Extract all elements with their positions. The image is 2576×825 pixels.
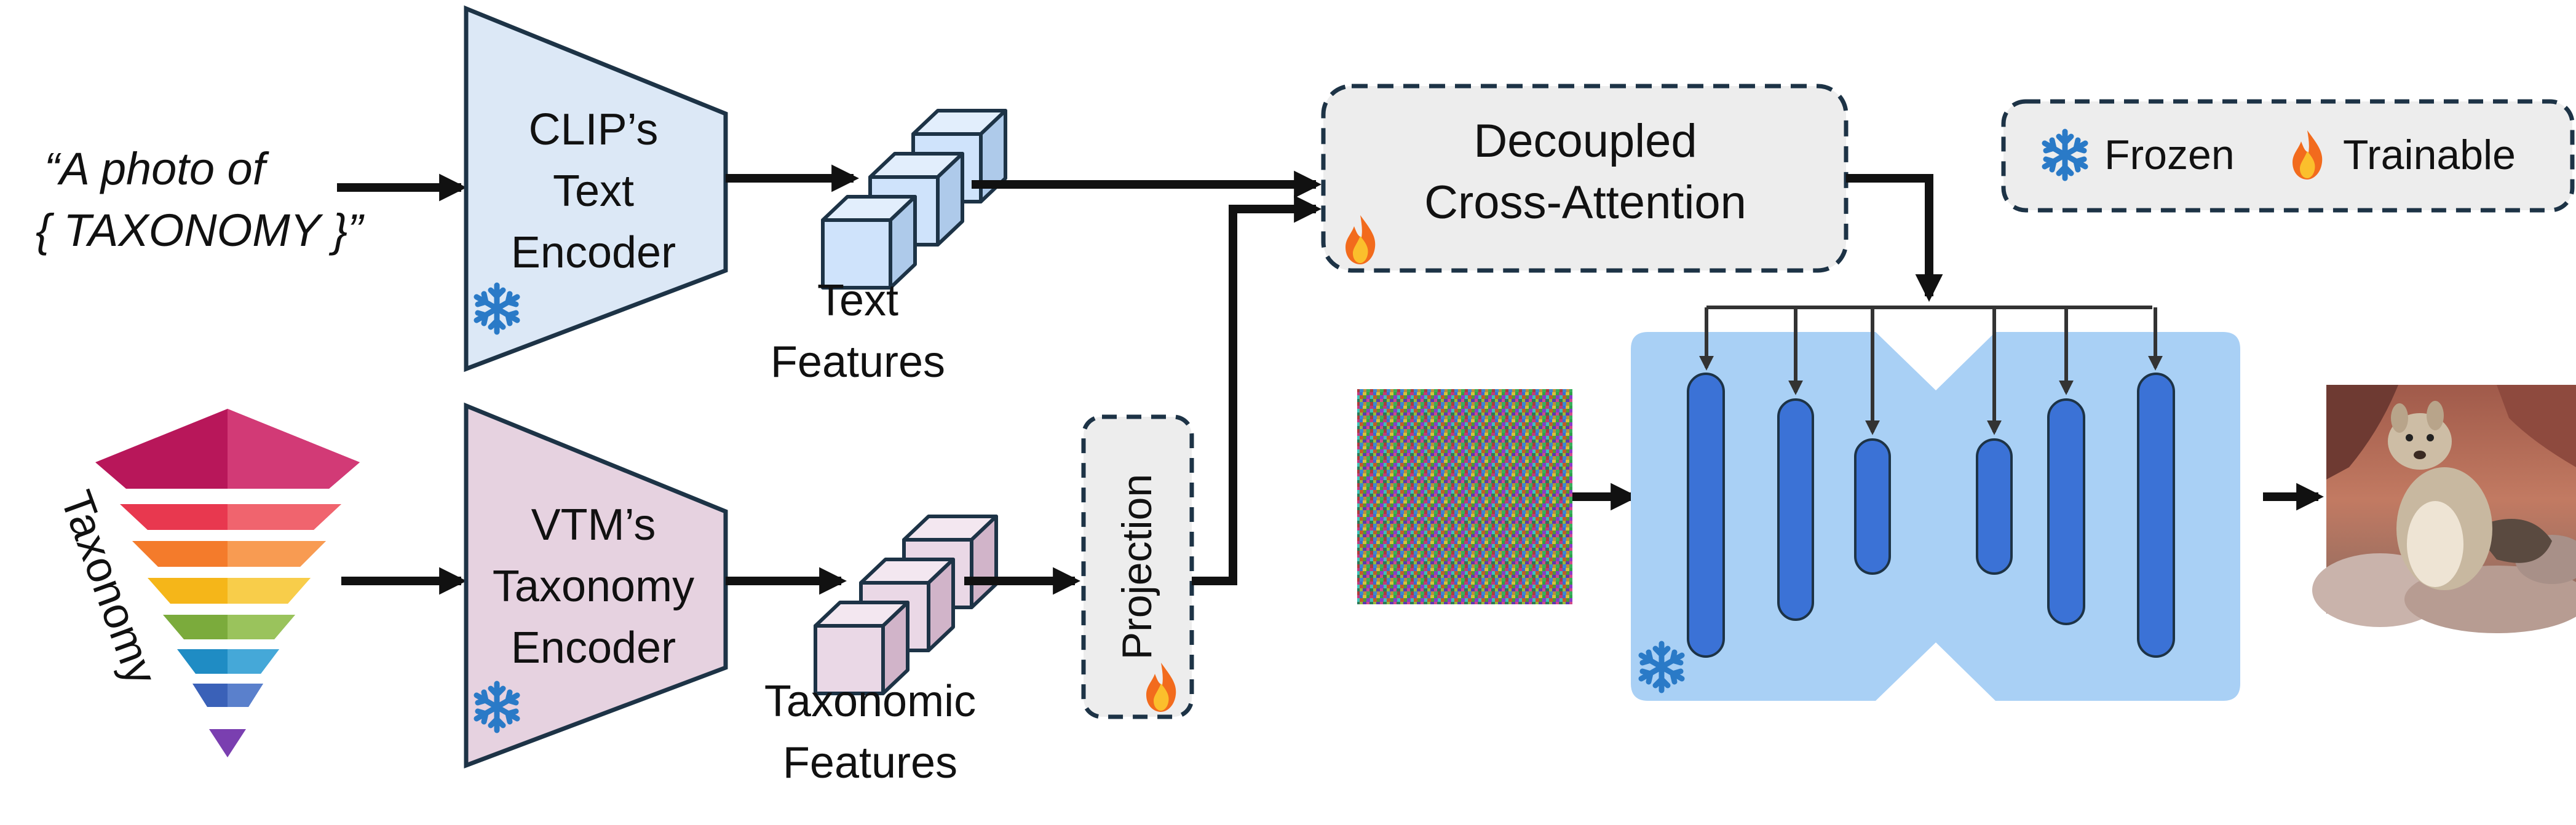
vtm-encoder-line-3: Encoder [511, 623, 676, 673]
legend-frozen-label: Frozen [2104, 132, 2235, 178]
clip-encoder-line-3: Encoder [511, 228, 676, 277]
unet-block [2047, 398, 2085, 625]
clip-encoder-line-1: CLIP’s [529, 105, 659, 154]
unet-block [1687, 373, 1725, 658]
prompt-line-1: “A photo of [44, 143, 269, 194]
unet-block [2137, 373, 2175, 658]
noise-input-image [1357, 389, 1572, 604]
taxonomic-features-line-1: Taxonomic [764, 677, 976, 726]
unet-block [1854, 438, 1891, 575]
clip-text-encoder [464, 5, 728, 373]
text-features-line-1: Text [817, 276, 898, 325]
vtm-encoder-line-2: Taxonomy [493, 562, 694, 611]
projection-box [1081, 414, 1194, 719]
unet [1631, 306, 2240, 701]
legend-box [2001, 99, 2575, 213]
legend-trainable-label: Trainable [2343, 132, 2516, 178]
unet-block [1976, 438, 2013, 575]
arrow-cross-attention-to-unet [1846, 174, 1943, 302]
text-features-cubes [821, 109, 1007, 290]
arrow-projection-to-cross-attention [1192, 195, 1322, 585]
prompt-line-2: { TAXONOMY }” [36, 205, 365, 256]
taxonomy-pyramid [95, 409, 360, 757]
output-image [2312, 385, 2576, 633]
projection-label: Projection [1114, 474, 1160, 660]
vtm-taxonomy-encoder [464, 402, 728, 769]
unet-block [1777, 398, 1814, 621]
cross-attention-line-2: Cross-Attention [1424, 176, 1746, 229]
cross-attention-line-1: Decoupled [1473, 115, 1697, 167]
vtm-encoder-line-1: VTM’s [531, 500, 656, 550]
text-features-line-2: Features [771, 338, 945, 387]
taxonomic-features-line-2: Features [783, 738, 957, 788]
taxonomic-features-cubes [814, 515, 998, 695]
clip-encoder-line-2: Text [553, 167, 634, 216]
